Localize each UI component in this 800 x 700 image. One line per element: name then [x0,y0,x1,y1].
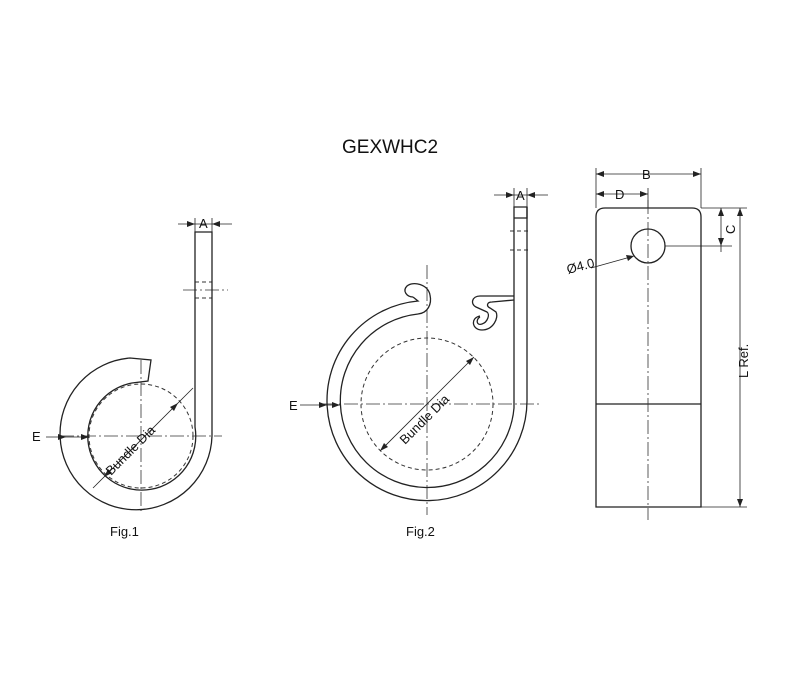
fig1-bundle-arrow-high [170,403,178,411]
fig2-a-arrow-right [527,192,535,198]
dim-l-label: L Ref. [736,344,751,378]
dim-d-label: D [615,187,624,202]
fig2-latch-hook [471,295,515,331]
fig1-caption: Fig.1 [110,524,139,539]
fig2-bundle-arrow-low [380,443,388,451]
fig2-bundle-arrow-high [466,357,474,365]
fig2-bundle-circle [360,337,494,471]
fig2-top-tab [513,206,528,296]
side-view-drawing: B D C L Ref. Ø4.0 [565,167,751,520]
fig2-e-arrow-inner [332,402,340,408]
fig2-e-arrow-outer [319,402,327,408]
dim-l-arrow-bottom [737,499,743,507]
fig2-left-curl [404,283,432,315]
fig2-dim-e-label: E [289,398,298,413]
fig1-bundle-dia-label: Bundle Dia [103,422,159,478]
fig1-bundle-circle [88,383,194,489]
hole-leader-line [590,255,635,269]
fig2-caption: Fig.2 [406,524,435,539]
dim-d-arrow-right [640,191,648,197]
fig1-e-arrow-inner [81,434,89,440]
fig2-bundle-dia-line [379,356,475,452]
dim-c-arrow-bottom [718,238,724,246]
fig2-a-arrow-left [506,192,514,198]
dim-b-label: B [642,167,651,182]
hole-diameter-label: Ø4.0 [565,255,596,277]
fig1-dim-a-label: A [199,216,208,231]
fig1-a-arrow-left [187,221,195,227]
fig2-hook-outer [326,207,528,502]
dim-b-arrow-left [596,171,604,177]
fig2-hook-inner [339,296,515,489]
fig1-a-arrow-right [212,221,220,227]
fig2-drawing: A E Bundle Dia Fig.2 [289,188,548,539]
fig1-dim-e-label: E [32,429,41,444]
fig1-hook-outline [59,231,213,511]
fig1-bundle-arrow-low [104,469,112,477]
drawing-title: GEXWHC2 [342,137,438,158]
dim-b-arrow-right [693,171,701,177]
hole-leader-arrow [626,255,634,261]
dim-d-arrow-left [596,191,604,197]
dim-c-arrow-top [718,208,724,216]
side-view-outline [595,207,702,508]
dim-c-label: C [723,225,738,234]
fig1-e-arrow-outer [58,434,66,440]
dim-l-arrow-top [737,208,743,216]
fig1-drawing: A E Bundle Dia Fig.1 [32,216,232,539]
fig2-bundle-dia-label: Bundle Dia [397,391,453,447]
fig2-dim-a-label: A [516,188,525,203]
